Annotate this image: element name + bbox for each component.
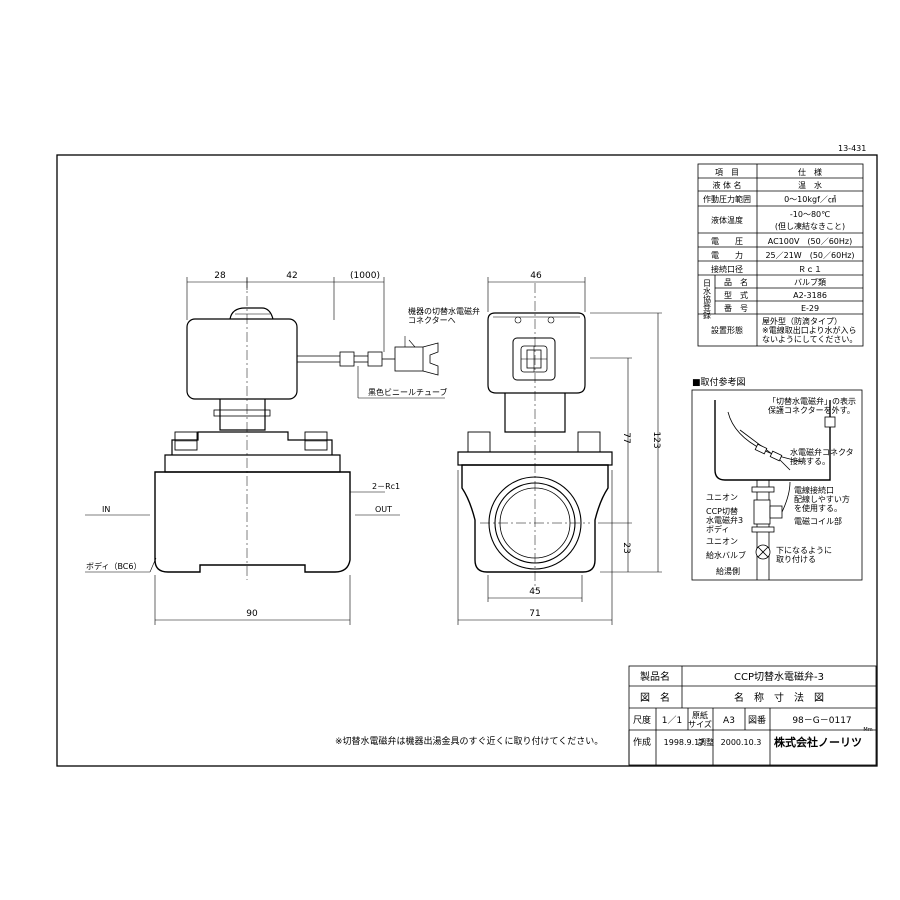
- side-view-dimension-text: 46 45 71 77 123 23: [529, 271, 661, 619]
- svg-text:A2-3186: A2-3186: [793, 291, 827, 300]
- svg-text:保護コネクターを外す。: 保護コネクターを外す。: [768, 405, 855, 415]
- svg-text:サイズ: サイズ: [688, 719, 712, 729]
- svg-text:25／21W (50／60Hz): 25／21W (50／60Hz): [765, 251, 854, 260]
- svg-text:「切替水電磁弁」の表示: 「切替水電磁弁」の表示: [768, 396, 856, 406]
- svg-text:(但し凍結なきこと): (但し凍結なきこと): [775, 221, 845, 231]
- svg-text:23: 23: [621, 542, 631, 553]
- svg-text:IN: IN: [102, 505, 110, 514]
- svg-text:作動圧力範囲: 作動圧力範囲: [703, 194, 751, 204]
- svg-text:給水バルブ: 給水バルブ: [706, 550, 746, 560]
- svg-text:A3: A3: [723, 716, 735, 726]
- svg-text:を使用する。: を使用する。: [794, 503, 842, 513]
- svg-text:0～10kgf／㎠: 0～10kgf／㎠: [784, 195, 836, 204]
- svg-text:E-29: E-29: [801, 304, 819, 313]
- sheet-number: 13-431: [838, 144, 867, 153]
- svg-text:株式会社ノーリツ: 株式会社ノーリツ: [774, 735, 862, 749]
- title-block-text: 製品名 CCP切替水電磁弁-3 図 名 名 称 寸 法 図 尺度 1／1 原紙 …: [633, 670, 873, 749]
- svg-text:123: 123: [651, 431, 661, 448]
- svg-text:※電線取出口より水が入ら: ※電線取出口より水が入ら: [762, 325, 857, 335]
- svg-text:■取付参考図: ■取付参考図: [692, 376, 746, 388]
- svg-text:品 名: 品 名: [724, 277, 748, 287]
- svg-text:CCP切替水電磁弁-3: CCP切替水電磁弁-3: [734, 670, 824, 683]
- front-view-dimensions: [85, 277, 445, 625]
- svg-text:原紙: 原紙: [692, 710, 708, 720]
- svg-text:接続する。: 接続する。: [790, 456, 830, 466]
- svg-text:2－Rc1: 2－Rc1: [372, 482, 400, 491]
- svg-text:給湯側: 給湯側: [716, 566, 740, 576]
- svg-text:Mm: Mm: [863, 727, 872, 733]
- svg-text:電線接続口: 電線接続口: [794, 485, 834, 495]
- svg-text:46: 46: [530, 271, 542, 281]
- svg-text:Ｒｃ１: Ｒｃ１: [798, 265, 822, 274]
- svg-text:コネクターへ: コネクターへ: [408, 316, 456, 325]
- reference-diagram: ■取付参考図 「切替水電磁弁」の表示 保護コネクターを外す。 水電磁弁コネクタ …: [691, 376, 863, 581]
- install-note: ※切替水電磁弁は機器出湯金具のすぐ近くに取り付けてください。: [335, 735, 603, 747]
- svg-text:-10～80℃: -10～80℃: [790, 210, 830, 219]
- svg-text:CCP切替: CCP切替: [706, 506, 738, 516]
- svg-text:90: 90: [246, 609, 258, 619]
- svg-text:液 体 名: 液 体 名: [712, 180, 741, 190]
- svg-text:図番: 図番: [748, 714, 766, 726]
- svg-text:ボディ: ボディ: [706, 524, 729, 534]
- svg-text:AC100V (50／60Hz): AC100V (50／60Hz): [768, 237, 852, 246]
- svg-text:電 力: 電 力: [711, 250, 743, 260]
- svg-text:ボディ（BC6）: ボディ（BC6）: [86, 561, 141, 571]
- jwwa-group-label: 日水協登録: [703, 279, 712, 319]
- svg-text:OUT: OUT: [375, 505, 392, 514]
- side-view-dimensions: [457, 277, 662, 625]
- front-view: [154, 278, 439, 580]
- svg-text:図 名: 図 名: [640, 691, 670, 704]
- svg-text:77: 77: [621, 432, 631, 443]
- drawing-border: [56, 154, 878, 767]
- svg-text:名 称 寸 法 図: 名 称 寸 法 図: [734, 691, 824, 704]
- svg-text:取り付ける: 取り付ける: [776, 554, 816, 564]
- svg-text:尺度: 尺度: [633, 714, 651, 726]
- svg-text:配線しやすい方: 配線しやすい方: [794, 494, 850, 504]
- svg-text:水電磁弁3: 水電磁弁3: [706, 515, 743, 525]
- svg-text:黒色ビニールチューブ: 黒色ビニールチューブ: [368, 387, 448, 397]
- title-block: [628, 665, 877, 766]
- svg-text:ユニオン: ユニオン: [706, 537, 738, 546]
- svg-text:電磁コイル部: 電磁コイル部: [794, 516, 842, 526]
- svg-text:液体温度: 液体温度: [711, 215, 743, 225]
- svg-text:水電磁弁コネクタ: 水電磁弁コネクタ: [790, 447, 854, 457]
- svg-text:(1000): (1000): [350, 271, 380, 281]
- svg-text:調整: 調整: [698, 737, 714, 747]
- svg-text:機器の切替水電磁弁: 機器の切替水電磁弁: [408, 306, 480, 316]
- svg-text:下になるように: 下になるように: [776, 546, 832, 555]
- svg-text:1／1: 1／1: [662, 715, 682, 726]
- svg-text:45: 45: [529, 587, 540, 597]
- svg-text:バルブ類: バルブ類: [794, 277, 826, 287]
- svg-text:28: 28: [214, 271, 226, 281]
- svg-text:仕 様: 仕 様: [798, 167, 822, 177]
- svg-text:設置形態: 設置形態: [711, 325, 743, 335]
- svg-text:電 圧: 電 圧: [711, 237, 743, 246]
- svg-text:ユニオン: ユニオン: [706, 493, 738, 502]
- svg-text:製品名: 製品名: [640, 670, 670, 683]
- spec-table-text: 項 目 仕 様 液 体 名 温 水 作動圧力範囲 0～10kgf／㎠ 液体温度 …: [703, 167, 857, 344]
- svg-text:番 号: 番 号: [724, 303, 748, 313]
- svg-text:42: 42: [286, 271, 297, 281]
- svg-text:屋外型（防滴タイプ）: 屋外型（防滴タイプ）: [762, 316, 842, 326]
- svg-text:作成: 作成: [633, 736, 651, 748]
- svg-text:温 水: 温 水: [798, 180, 822, 190]
- svg-text:項 目: 項 目: [715, 168, 739, 177]
- side-view: [457, 283, 613, 590]
- svg-text:71: 71: [529, 609, 540, 619]
- svg-text:ないようにしてください。: ないようにしてください。: [762, 335, 857, 344]
- spec-table: [697, 163, 864, 347]
- front-view-dimension-text: 28 42 (1000) 90 機器の切替水電磁弁 コネクターへ 黒色ビニールチ…: [86, 271, 480, 619]
- svg-text:1998.9.17: 1998.9.17: [664, 738, 705, 747]
- svg-text:98－G－0117: 98－G－0117: [792, 716, 851, 726]
- svg-text:接続口径: 接続口径: [711, 264, 743, 274]
- svg-text:2000.10.3: 2000.10.3: [721, 738, 762, 747]
- svg-text:型 式: 型 式: [724, 290, 748, 300]
